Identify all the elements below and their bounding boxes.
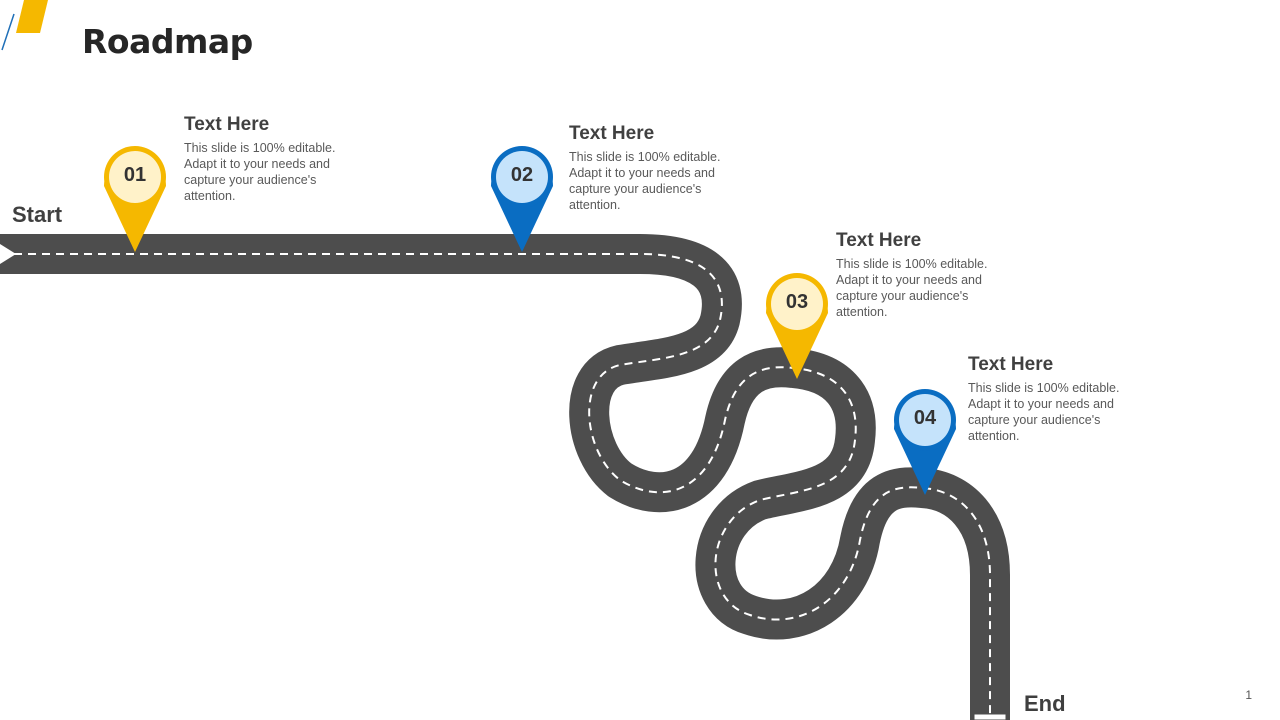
road-start-notch [0,244,16,264]
milestone-heading: Text Here [836,230,922,251]
milestone-number: 03 [785,291,809,313]
milestone-body: This slide is 100% editable. Adapt it to… [836,257,988,319]
milestone-body: This slide is 100% editable. Adapt it to… [569,150,721,212]
road-surface [0,234,1010,720]
milestone-number: 02 [510,164,534,186]
end-label: End [1024,691,1066,716]
milestone-marker-03: 03 [760,267,834,379]
page-number: 1 [1245,688,1252,702]
milestone-number: 04 [913,407,937,429]
milestone-text-01: Text Here This slide is 100% editable. A… [184,114,344,204]
milestone-body: This slide is 100% editable. Adapt it to… [968,381,1120,443]
road-center-line [0,253,991,720]
map-pin-icon [894,389,956,495]
map-pin-icon [766,273,828,379]
start-label: Start [12,202,63,227]
milestone-heading: Text Here [569,123,655,144]
milestone-text-02: Text Here This slide is 100% editable. A… [569,123,729,213]
milestone-body: This slide is 100% editable. Adapt it to… [184,141,336,203]
milestone-marker-04: 04 [888,383,962,495]
milestone-text-04: Text Here This slide is 100% editable. A… [968,354,1128,444]
milestone-marker-01: 01 [98,140,172,252]
slide-title: Roadmap [82,22,253,61]
map-pin-icon [104,146,166,252]
corner-accent-graphic [1,0,48,51]
milestone-number: 01 [123,164,147,186]
road-end-marker [973,713,1007,720]
milestone-heading: Text Here [968,354,1054,375]
milestone-marker-02: 02 [485,140,559,252]
milestone-heading: Text Here [184,114,270,135]
milestone-text-03: Text Here This slide is 100% editable. A… [836,230,996,320]
map-pin-icon [491,146,553,252]
